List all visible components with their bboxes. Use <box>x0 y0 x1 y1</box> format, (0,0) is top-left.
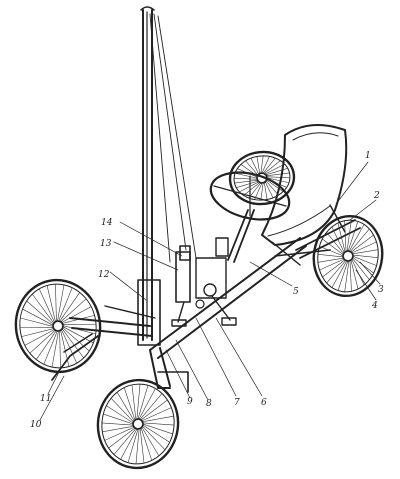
callout-8: 8 <box>206 399 212 409</box>
wheel-rear-left <box>14 278 102 374</box>
callout-9: 9 <box>187 397 193 407</box>
callout-labels: 1 2 3 4 5 6 7 8 9 10 11 12 13 14 <box>30 151 384 430</box>
callout-2: 2 <box>373 191 380 201</box>
callout-13: 13 <box>100 239 112 249</box>
callout-3: 3 <box>378 285 384 295</box>
callout-14: 14 <box>101 218 113 228</box>
wheel-rear-right <box>228 150 296 206</box>
leader-lines <box>39 161 381 421</box>
callout-7: 7 <box>234 398 240 408</box>
callout-4: 4 <box>371 301 378 311</box>
callout-5: 5 <box>293 287 299 297</box>
chassis-frame <box>51 219 361 393</box>
seat <box>261 124 348 266</box>
mast <box>137 6 197 346</box>
callout-11: 11 <box>40 394 51 404</box>
callout-1: 1 <box>365 151 371 161</box>
callout-10: 10 <box>30 420 42 430</box>
control-unit <box>171 237 237 327</box>
callout-6: 6 <box>261 398 267 408</box>
wheel-front-left <box>96 378 180 470</box>
callout-12: 12 <box>98 270 110 280</box>
